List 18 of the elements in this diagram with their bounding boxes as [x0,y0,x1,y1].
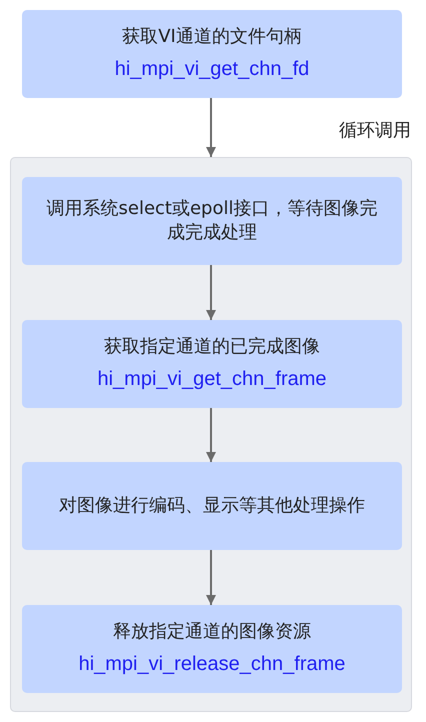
function-name: hi_mpi_vi_get_chn_fd [114,56,310,82]
step-text: 调用系统select或epoll接口，等待图像完成完成处理 [46,196,378,245]
step-text: 获取VI通道的文件句柄 [122,25,302,50]
arrow [206,408,216,462]
step-text: 释放指定通道的图像资源 [113,620,311,644]
process-box [22,462,402,550]
step-text: 获取指定通道的已完成图像 [104,335,320,360]
process-box [22,10,402,98]
arrow [206,265,216,320]
process-box [22,177,402,265]
step-text: 对图像进行编码、显示等其他处理操作 [59,494,365,518]
arrow [206,98,216,157]
process-box [22,605,402,693]
function-name: hi_mpi_vi_get_chn_frame [97,366,327,392]
arrow [206,550,216,605]
loop-label: 循环调用 [339,119,411,142]
function-name: hi_mpi_vi_release_chn_frame [78,652,346,677]
process-box [22,320,402,408]
